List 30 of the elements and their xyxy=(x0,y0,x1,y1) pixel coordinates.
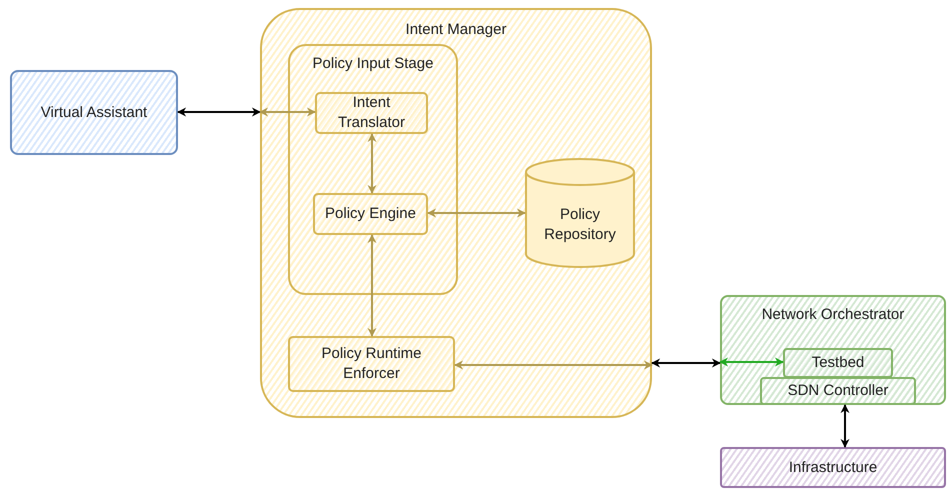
node-label: Policy Engine xyxy=(324,204,417,224)
node-label: Virtual Assistant xyxy=(40,102,148,122)
arrow xyxy=(651,358,721,368)
node-label: SDN Controller xyxy=(786,381,890,401)
process-box xyxy=(720,447,946,488)
process-box xyxy=(313,193,428,235)
process-box xyxy=(760,377,916,405)
node-label: Testbed xyxy=(810,353,866,373)
node-label: Policy Repository xyxy=(543,205,617,245)
arrow xyxy=(427,208,526,218)
arrow xyxy=(719,358,784,366)
node-label: Intent Manager xyxy=(404,20,508,40)
actor-box xyxy=(10,70,178,155)
arrow xyxy=(840,404,850,448)
node-label: Network Orchestrator xyxy=(760,305,906,325)
arrow xyxy=(368,133,376,194)
process-box xyxy=(315,92,428,134)
node-label: Policy Runtime Enforcer xyxy=(320,344,423,384)
container-box xyxy=(260,8,652,418)
arrow xyxy=(177,108,261,116)
arrow xyxy=(368,234,376,337)
node-label: Policy Input Stage xyxy=(312,54,434,74)
arrow xyxy=(454,360,653,370)
process-box xyxy=(288,336,455,392)
node-label: Intent Translator xyxy=(337,93,406,133)
container-box xyxy=(720,295,946,405)
stage-box xyxy=(288,44,458,295)
node-label: Infrastructure xyxy=(788,458,878,478)
arrow xyxy=(259,108,316,116)
process-box xyxy=(783,348,893,378)
